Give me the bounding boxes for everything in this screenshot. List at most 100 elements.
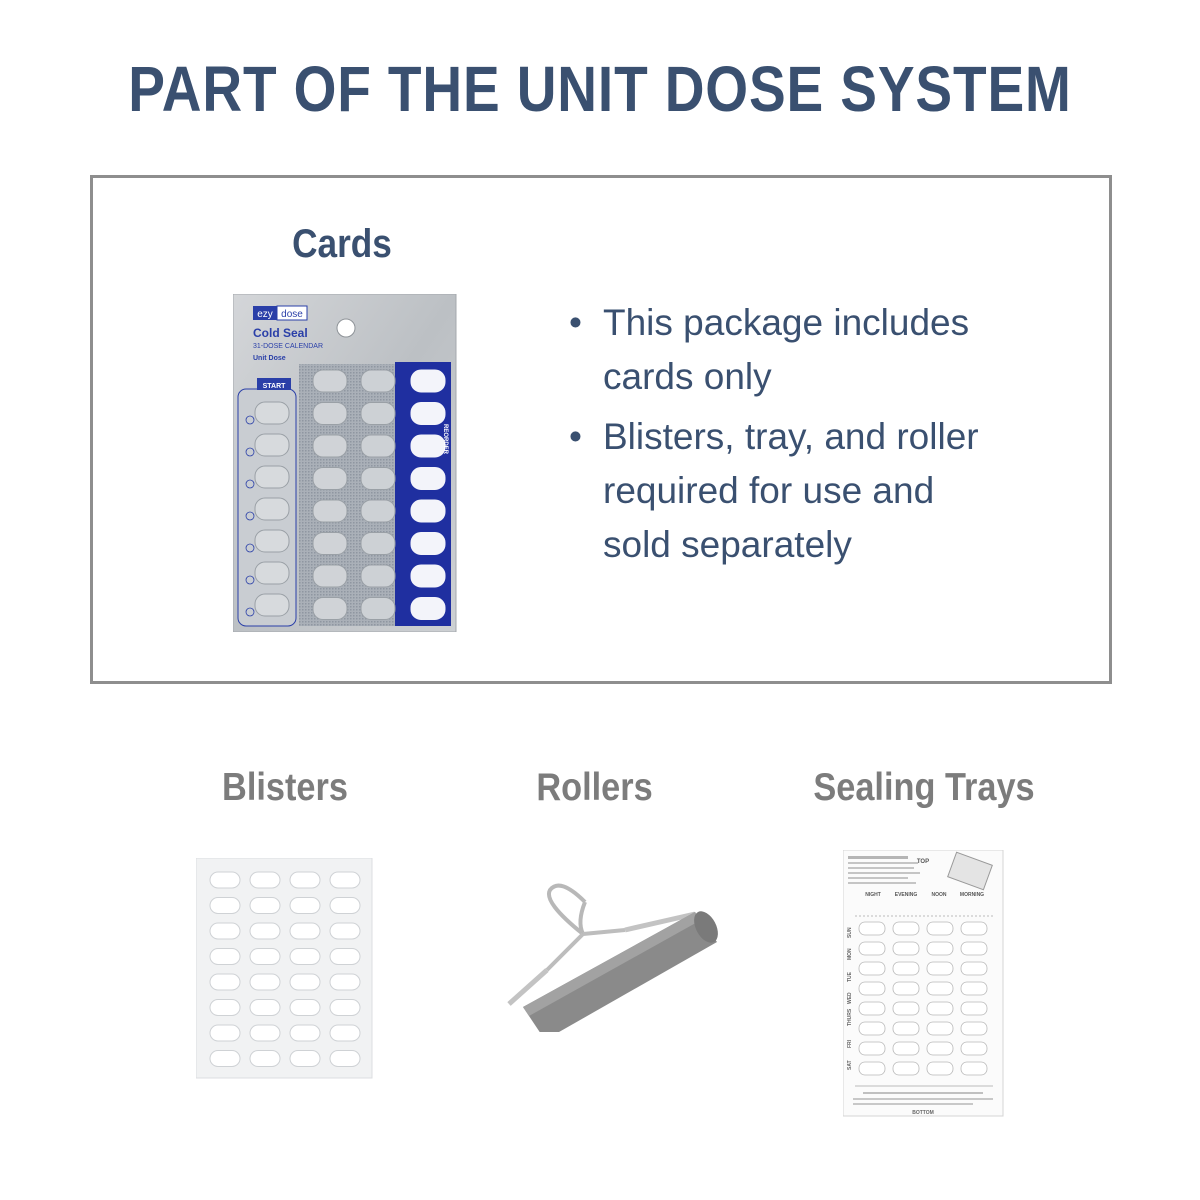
brand-left-text: ezy <box>257 309 273 320</box>
card-start-tab: START <box>263 383 287 390</box>
tray-column-noon: NOON <box>932 892 947 898</box>
feature-item-sold-separately: • Blisters, tray, and roller required fo… <box>565 410 1073 572</box>
tray-pocket <box>858 1001 886 1016</box>
card-blister-pocket <box>312 369 348 393</box>
tray-day-label: SUN <box>847 927 853 938</box>
blister-pocket <box>289 897 321 914</box>
tray-column-evening: EVENING <box>895 892 918 898</box>
blister-pocket <box>209 922 241 940</box>
feature-item-cards-only: • This package includes cards only <box>565 296 1073 404</box>
blister-pocket <box>209 999 241 1016</box>
feature-text-line: Blisters, tray, and roller <box>603 416 979 457</box>
feature-text-line: This package includes <box>603 302 970 343</box>
blister-pocket <box>249 1050 281 1067</box>
blister-pocket <box>249 871 281 889</box>
card-blister-pocket <box>410 369 446 393</box>
card-blister-pocket <box>312 434 348 458</box>
cards-panel <box>90 175 1112 684</box>
card-blister-pocket <box>312 532 348 555</box>
blister-pocket <box>329 1024 361 1042</box>
card-blister-pocket <box>360 467 396 490</box>
card-blister-pocket <box>410 467 446 490</box>
card-blister-pocket <box>312 597 348 620</box>
card-day-marker <box>245 447 255 457</box>
card-day-marker <box>245 415 255 425</box>
feature-text-line: cards only <box>603 356 772 397</box>
feature-text-line: required for use and <box>603 470 935 511</box>
card-blister-pocket <box>254 401 290 425</box>
card-day-marker <box>245 607 255 617</box>
blister-pocket <box>209 973 241 991</box>
card-day-marker <box>245 575 255 585</box>
tray-day-label: SAT <box>847 1060 853 1070</box>
tray-pocket <box>892 961 920 976</box>
blister-pocket <box>209 897 241 914</box>
blister-pocket <box>289 1024 321 1042</box>
card-blister-pocket <box>312 564 348 588</box>
roller-image <box>505 872 730 1040</box>
blister-pocket <box>209 1050 241 1067</box>
tray-pocket <box>926 981 954 996</box>
blister-pocket <box>209 871 241 889</box>
blister-pocket <box>249 1024 281 1042</box>
blister-pocket <box>329 948 361 965</box>
card-blister-pocket <box>312 467 348 490</box>
tray-pocket <box>892 1001 920 1016</box>
tray-pocket <box>858 981 886 996</box>
card-blister-pocket <box>360 434 396 458</box>
tray-pocket <box>960 961 988 976</box>
tray-pocket <box>960 1001 988 1016</box>
feature-list: • This package includes cards only • Bli… <box>565 296 1073 578</box>
card-blister-pocket <box>254 529 290 553</box>
card-blister-pocket <box>360 532 396 555</box>
blister-pocket <box>289 973 321 991</box>
tray-top-label: TOP <box>917 859 929 865</box>
blister-pocket <box>329 897 361 914</box>
tray-pocket <box>926 1021 954 1036</box>
cards-label: Cards <box>292 222 392 266</box>
tray-column-morning: MORNING <box>960 892 984 898</box>
card-blister-pocket <box>360 369 396 393</box>
blister-pocket <box>249 973 281 991</box>
tray-pocket <box>858 941 886 956</box>
blister-pocket <box>329 1050 361 1067</box>
card-blister-pocket <box>410 499 446 523</box>
sealing-trays-label: Sealing Trays <box>813 766 1035 809</box>
tray-day-label: FRI <box>847 1039 853 1048</box>
tray-pocket <box>926 1001 954 1016</box>
blister-pocket <box>289 948 321 965</box>
blister-pocket <box>289 1050 321 1067</box>
tray-pocket <box>892 921 920 936</box>
tray-bottom-label: BOTTOM <box>912 1110 934 1116</box>
tray-pocket <box>926 1041 954 1056</box>
tray-pocket <box>926 921 954 936</box>
card-blister-pocket <box>254 465 290 489</box>
bullet-dot: • <box>569 416 582 457</box>
brand-right-text: dose <box>281 309 303 320</box>
blister-pocket <box>249 897 281 914</box>
tray-pocket <box>926 1061 954 1076</box>
blister-pocket <box>329 973 361 991</box>
blister-pocket <box>329 871 361 889</box>
tray-pocket <box>858 961 886 976</box>
card-blister-pocket <box>254 497 290 521</box>
blister-pocket <box>209 948 241 965</box>
page-title: PART OF THE UNIT DOSE SYSTEM <box>128 53 1072 125</box>
tray-pocket <box>892 1061 920 1076</box>
tray-pocket <box>926 961 954 976</box>
tray-pocket <box>960 941 988 956</box>
tray-day-label: TUE <box>847 971 853 982</box>
card-day-marker <box>245 511 255 521</box>
blister-pocket <box>329 999 361 1016</box>
tray-day-label: WED <box>847 992 853 1004</box>
blisters-label: Blisters <box>222 766 348 809</box>
tray-pocket <box>960 1021 988 1036</box>
tray-pocket <box>858 1021 886 1036</box>
card-day-marker <box>245 543 255 553</box>
card-blister-pocket <box>254 593 290 617</box>
blister-pocket <box>249 948 281 965</box>
blister-sheet-image <box>195 857 374 1085</box>
card-blister-pocket <box>312 499 348 523</box>
card-blister-pocket <box>360 564 396 588</box>
